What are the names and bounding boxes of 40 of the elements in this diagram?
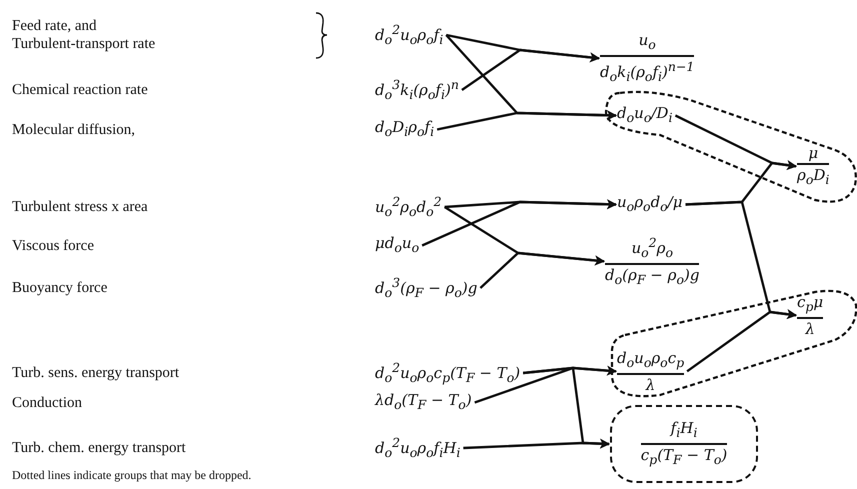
formula: u$_{o}$ρ$_{o}$d$_{o}$/μ <box>617 193 683 216</box>
fraction-denominator: d$_{o}$(ρ$_{F}$ − ρ$_{o}$)g <box>605 266 700 288</box>
arrow <box>463 438 610 450</box>
arrow <box>436 110 617 131</box>
quantity-label: Conduction <box>12 394 83 412</box>
arrow <box>474 366 617 404</box>
formula: d$_{o}$$^{3}$k$_{i}$(ρ$_{o}$f$_{i}$)$^{n}$ <box>375 76 459 104</box>
quantity-label: Chemical reaction rate <box>12 81 149 99</box>
fraction-numerator: u$_{o}$$^{2}$ρ$_{o}$ <box>631 234 673 262</box>
arrow <box>422 199 617 247</box>
fraction-numerator: u$_{o}$ <box>638 31 656 54</box>
formula: d$_{o}$u$_{o}$/D$_{i}$ <box>617 104 672 127</box>
formula: d$_{o}$$^{3}$(ρ$_{F}$ − ρ$_{o}$)g <box>375 274 478 302</box>
fraction-numerator: μ <box>808 144 818 162</box>
quantity-label: Molecular diffusion, <box>12 120 136 138</box>
quantity-label: Turbulent stress x area <box>12 198 149 216</box>
quantity-label: Turb. sens. energy transport <box>12 364 180 382</box>
quantity-label: Buoyancy force <box>12 279 108 297</box>
formula: d$_{o}$$^{2}$u$_{o}$ρ$_{o}$c$_{p}$(T$_{F}$ − T$_{o}$) <box>375 359 520 387</box>
quantity-label: Viscous force <box>12 236 95 254</box>
caption: Dotted lines indicate groups that may be dropped. <box>12 468 252 483</box>
formula: d$_{o}$D$_{i}$ρ$_{o}$f$_{i}$ <box>375 118 434 141</box>
fraction-numerator: d$_{o}$u$_{o}$ρ$_{o}$c$_{p}$ <box>617 349 684 372</box>
fraction-denominator: λ <box>646 376 656 394</box>
fraction-denominator: ρ$_{o}$D$_{i}$ <box>797 166 830 188</box>
formula: λd$_{o}$(T$_{F}$ − T$_{o}$) <box>375 391 472 414</box>
formula: d$_{o}$$^{2}$u$_{o}$ρ$_{o}$f$_{i}$ <box>375 21 444 49</box>
fraction-numerator: f$_{i}$H$_{i}$ <box>670 419 698 442</box>
formula: d$_{o}$$^{2}$u$_{o}$ρ$_{o}$f$_{i}$H$_{i}$ <box>375 434 460 462</box>
fraction-denominator: d$_{o}$k$_{i}$(ρ$_{o}$f$_{i}$)$^{n−1}$ <box>600 58 694 86</box>
fraction-denominator: c$_{p}$(T$_{F}$ − T$_{o}$) <box>640 446 728 469</box>
fraction-numerator: c$_{p}$μ <box>797 293 824 316</box>
quantity-label: Turb. chem. energy transport <box>12 439 187 457</box>
quantity-label: Feed rate, and Turbulent-transport rate <box>12 17 156 53</box>
dashed-outline <box>610 405 758 483</box>
arrow <box>480 252 605 289</box>
formula: μd$_{o}$u$_{o}$ <box>375 234 420 257</box>
arrow <box>686 309 797 372</box>
arrow <box>461 48 600 91</box>
fraction-denominator: λ <box>805 320 815 338</box>
